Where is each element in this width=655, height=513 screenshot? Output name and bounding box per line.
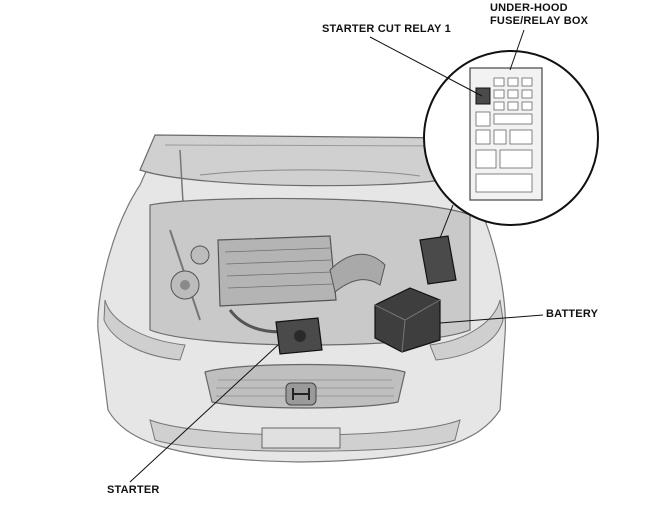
callout-fuse-relay-box: UNDER-HOOD FUSE/RELAY BOX bbox=[490, 2, 588, 28]
fuse-box-detail-magnifier bbox=[423, 50, 599, 239]
callout-starter-cut-relay: STARTER CUT RELAY 1 bbox=[322, 23, 451, 35]
callout-starter: STARTER bbox=[107, 484, 160, 496]
engine-bay bbox=[149, 197, 471, 355]
callout-battery: BATTERY bbox=[546, 308, 599, 320]
callout-fuse-box-line1: UNDER-HOOD bbox=[490, 2, 568, 14]
leader-lines bbox=[129, 29, 544, 483]
callout-fuse-box-line2: FUSE/RELAY BOX bbox=[490, 15, 589, 27]
